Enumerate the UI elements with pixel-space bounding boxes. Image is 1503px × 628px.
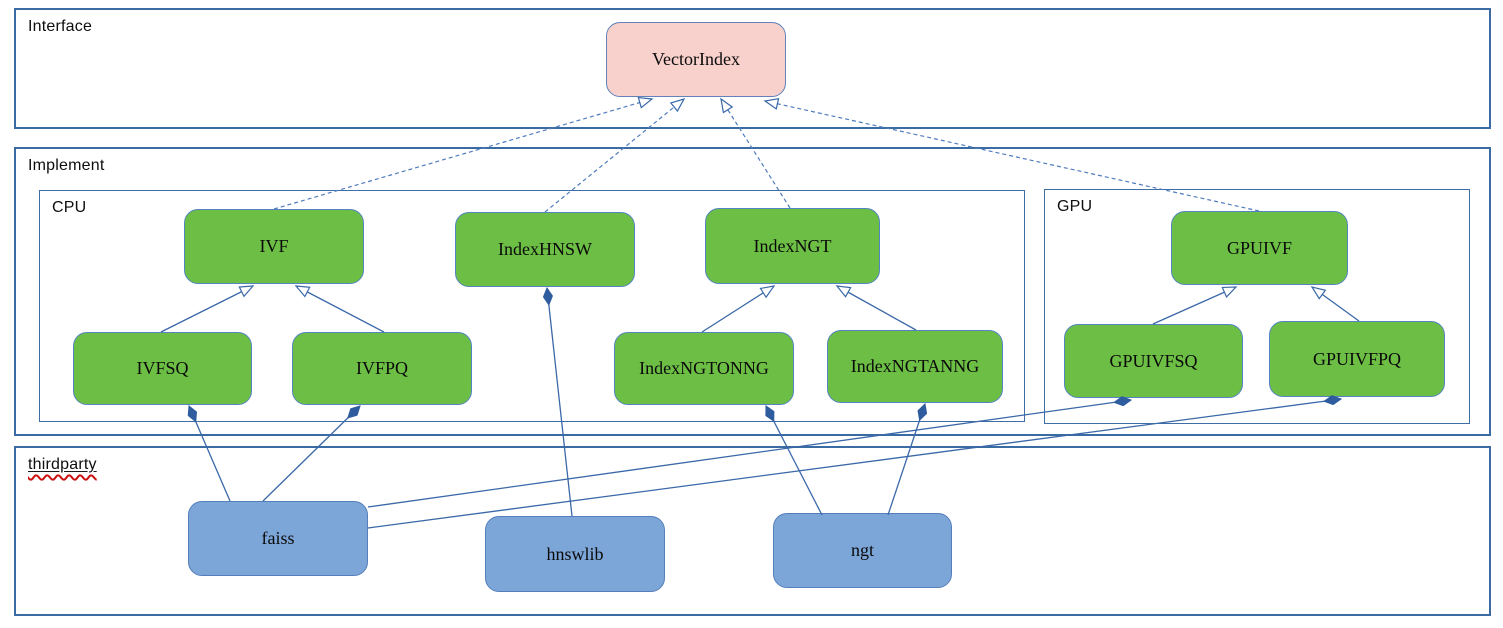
node-indexngt: IndexNGT bbox=[705, 208, 880, 284]
node-gpuivfpq-label: GPUIVFPQ bbox=[1312, 348, 1402, 369]
node-ivfsq-label: IVFSQ bbox=[136, 358, 189, 378]
node-vectorindex: VectorIndex bbox=[606, 22, 786, 97]
node-ivf-label: IVF bbox=[259, 236, 289, 256]
node-ngt-label: ngt bbox=[850, 540, 874, 560]
node-ivfpq-label: IVFPQ bbox=[355, 358, 408, 378]
group-cpu-label: CPU bbox=[52, 199, 87, 216]
node-vectorindex-label: VectorIndex bbox=[652, 49, 740, 69]
node-hnswlib: hnswlib bbox=[485, 516, 665, 592]
node-ngt: ngt bbox=[773, 513, 952, 588]
node-indexhnsw: IndexHNSW bbox=[455, 212, 635, 287]
node-indexngt-label: IndexNGT bbox=[753, 235, 832, 256]
node-faiss-label: faiss bbox=[261, 528, 295, 548]
node-gpuivfpq: GPUIVFPQ bbox=[1269, 321, 1445, 397]
node-gpuivfsq: GPUIVFSQ bbox=[1064, 324, 1243, 398]
node-faiss: faiss bbox=[188, 501, 368, 576]
node-gpuivf-label: GPUIVF bbox=[1226, 237, 1292, 258]
node-indexngtonng: IndexNGTONNG bbox=[614, 332, 794, 405]
group-gpu-label: GPU bbox=[1057, 198, 1093, 215]
node-ivf: IVF bbox=[184, 209, 364, 284]
node-ivfpq: IVFPQ bbox=[292, 332, 472, 405]
node-hnswlib-label: hnswlib bbox=[546, 543, 604, 564]
node-indexngtanng: IndexNGTANNG bbox=[827, 330, 1003, 403]
group-interface-label: Interface bbox=[28, 18, 93, 35]
node-indexngtanng-label: IndexNGTANNG bbox=[850, 356, 980, 376]
group-implement-label: Implement bbox=[28, 157, 105, 174]
group-thirdparty-label: thirdparty bbox=[28, 456, 97, 473]
node-ivfsq: IVFSQ bbox=[73, 332, 252, 405]
node-indexngtonng-label: IndexNGTONNG bbox=[639, 358, 769, 378]
node-gpuivf: GPUIVF bbox=[1171, 211, 1348, 285]
node-indexhnsw-label: IndexHNSW bbox=[498, 239, 592, 259]
node-gpuivfsq-label: GPUIVFSQ bbox=[1109, 350, 1198, 371]
